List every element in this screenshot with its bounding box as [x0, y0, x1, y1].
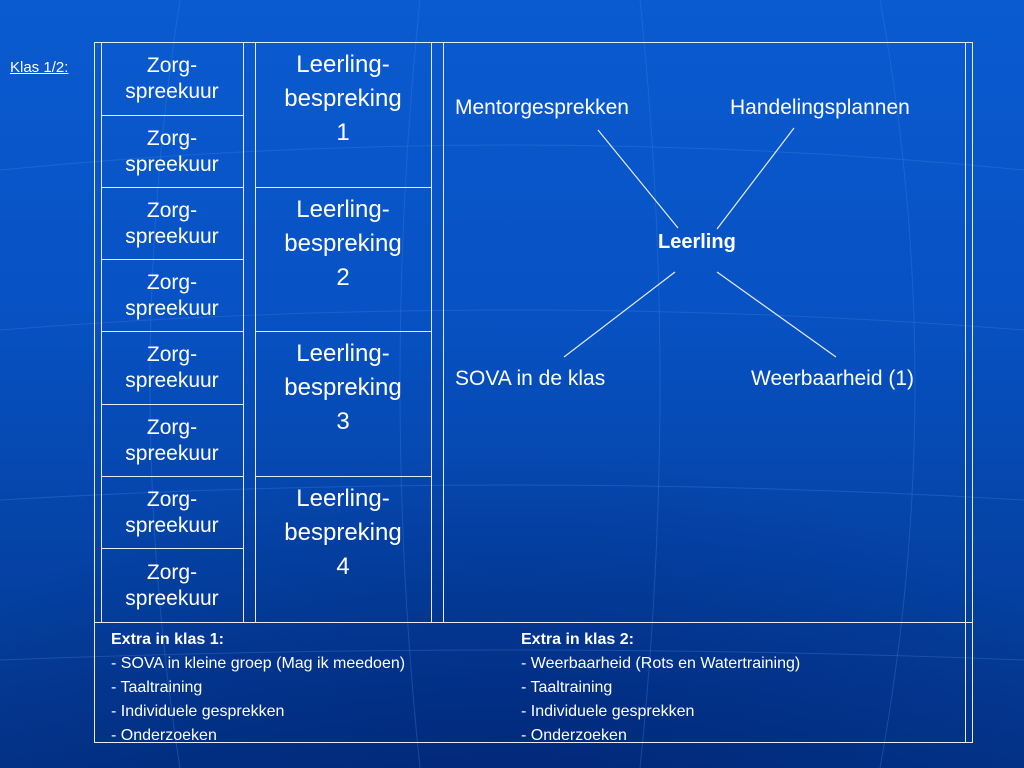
- cell-line: 4: [336, 553, 350, 580]
- zorg-spreekuur-cell: Zorg-spreekuur: [101, 43, 243, 115]
- leerlingbespreking-cell: Leerling-bespreking 1: [255, 48, 431, 150]
- table-rule: [972, 42, 973, 742]
- zorg-spreekuur-cell: Zorg-spreekuur: [101, 549, 243, 622]
- cell-line: Leerling-: [296, 196, 390, 223]
- klas-label: Klas 1/2:: [10, 59, 69, 76]
- cell-line: bespreking: [284, 374, 402, 401]
- table-rule: [431, 42, 432, 622]
- cell-line: Zorg-: [146, 54, 198, 77]
- cell-line: 1: [336, 119, 350, 146]
- table-rule: [101, 187, 243, 188]
- zorg-spreekuur-cell: Zorg-spreekuur: [101, 260, 243, 331]
- table-rule: [443, 42, 444, 622]
- table-rule: [255, 42, 256, 622]
- leerlingbespreking-cell: Leerling-bespreking 4: [255, 482, 431, 584]
- cell-line: spreekuur: [125, 296, 219, 320]
- spoke-line: [716, 271, 837, 358]
- cell-line: spreekuur: [125, 441, 219, 465]
- table-rule: [94, 622, 973, 623]
- table-rule: [255, 476, 431, 477]
- table-rule: [94, 742, 973, 743]
- table-rule: [94, 42, 95, 742]
- cell-line: Zorg-: [146, 560, 198, 584]
- zorg-spreekuur-cell: Zorg-spreekuur: [101, 332, 243, 404]
- cell-line: bespreking: [284, 85, 402, 112]
- table-rule: [101, 259, 243, 260]
- extra-klas2-title: Extra in klas 2:: [521, 631, 634, 648]
- extra-klas2: Extra in klas 2: - Weerbaarheid (Rots en…: [521, 628, 800, 748]
- list-item: - Weerbaarheid (Rots en Watertraining): [521, 655, 801, 672]
- table-rule: [965, 42, 966, 742]
- table-rule: [101, 115, 243, 116]
- cell-line: spreekuur: [125, 224, 219, 248]
- list-item: - Taaltraining: [521, 679, 613, 696]
- cell-line: spreekuur: [125, 513, 219, 537]
- list-item: - SOVA in kleine groep (Mag ik meedoen): [111, 655, 406, 672]
- cell-line: Zorg-: [146, 415, 198, 439]
- cell-line: spreekuur: [125, 586, 219, 610]
- list-item: - Taaltraining: [111, 679, 203, 696]
- cell-line: spreekuur: [125, 369, 219, 392]
- zorg-spreekuur-cell: Zorg-spreekuur: [101, 188, 243, 259]
- cell-line: Zorg-: [146, 126, 198, 150]
- list-item: - Onderzoeken: [521, 727, 627, 744]
- cell-line: bespreking: [284, 230, 402, 257]
- zorg-spreekuur-cell: Zorg-spreekuur: [101, 116, 243, 187]
- diagram-center-label: Leerling: [658, 231, 736, 253]
- diagram-label-bottom-left: SOVA in de klas: [455, 367, 606, 390]
- table-rule: [243, 42, 244, 622]
- table-rule: [101, 548, 243, 549]
- cell-line: Zorg-: [146, 487, 198, 511]
- leerlingbespreking-cell: Leerling-bespreking 3: [255, 337, 431, 439]
- spoke-line: [563, 271, 676, 358]
- cell-line: Leerling-: [296, 340, 390, 367]
- table-rule: [255, 187, 431, 188]
- extra-klas1: Extra in klas 1: - SOVA in kleine groep …: [111, 628, 405, 748]
- list-item: - Onderzoeken: [111, 727, 217, 744]
- diagram-label-top-right: Handelingsplannen: [730, 96, 910, 119]
- cell-line: spreekuur: [125, 152, 219, 176]
- diagram-label-bottom-right: Weerbaarheid (1): [751, 367, 915, 390]
- cell-line: Leerling-: [296, 485, 390, 512]
- extra-klas1-title: Extra in klas 1:: [111, 631, 224, 648]
- list-item: - Individuele gesprekken: [111, 703, 285, 720]
- table-rule: [101, 404, 243, 405]
- table-rule: [101, 42, 102, 622]
- leerlingbespreking-cell: Leerling-bespreking 2: [255, 193, 431, 295]
- cell-line: Zorg-: [146, 270, 198, 294]
- cell-line: Zorg-: [146, 343, 198, 366]
- diagram-label-top-left: Mentorgesprekken: [455, 96, 629, 119]
- zorg-spreekuur-cell: Zorg-spreekuur: [101, 405, 243, 476]
- list-item: - Individuele gesprekken: [521, 703, 695, 720]
- cell-line: spreekuur: [125, 80, 219, 103]
- table-rule: [94, 42, 973, 43]
- cell-line: 3: [336, 408, 350, 435]
- cell-line: 2: [336, 264, 350, 291]
- zorg-spreekuur-cell: Zorg-spreekuur: [101, 477, 243, 548]
- spoke-line: [597, 129, 679, 229]
- table-rule: [255, 331, 431, 332]
- cell-line: Zorg-: [146, 198, 198, 222]
- table-rule: [101, 476, 243, 477]
- cell-line: Leerling-: [296, 51, 390, 78]
- table-rule: [101, 331, 243, 332]
- spoke-line: [716, 127, 795, 230]
- cell-line: bespreking: [284, 519, 402, 546]
